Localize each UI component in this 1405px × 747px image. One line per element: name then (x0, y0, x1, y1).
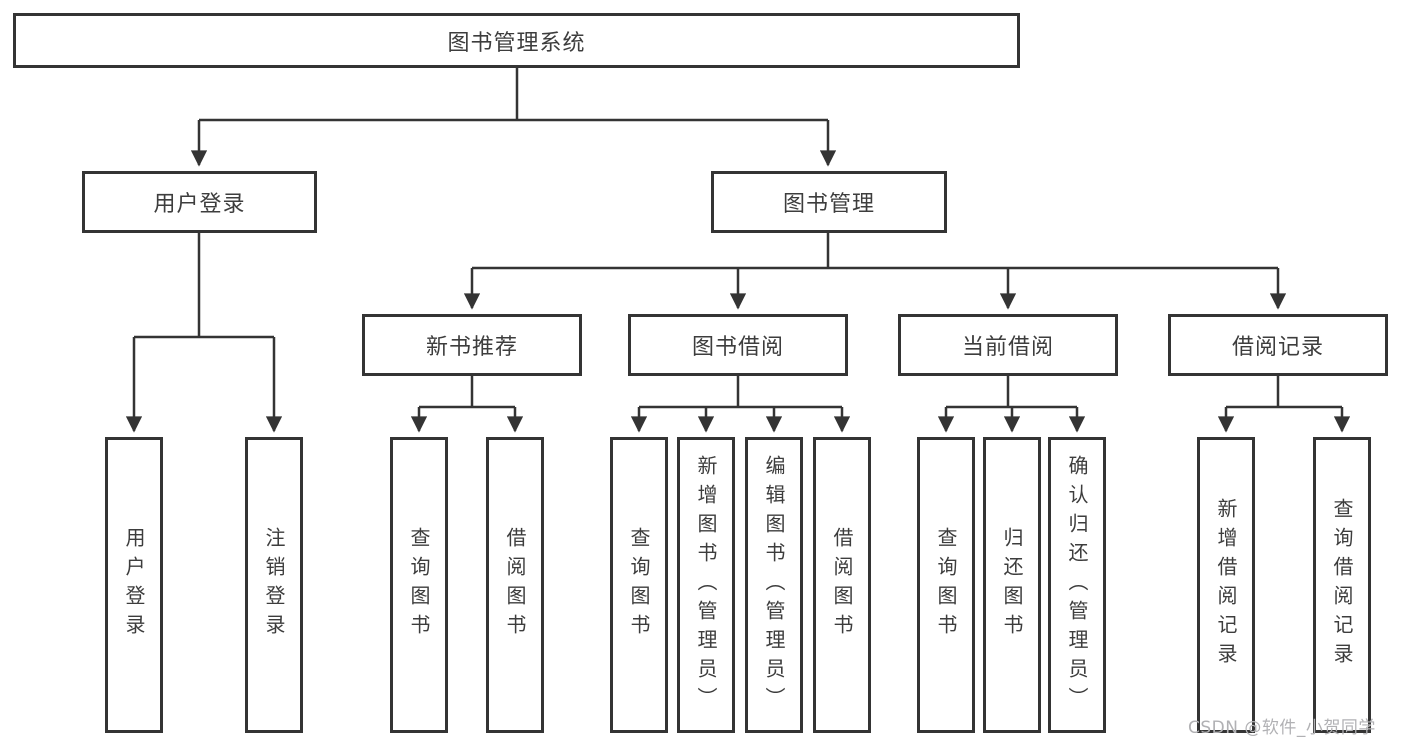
node-new-book-recommend: 新书推荐 (362, 314, 582, 376)
node-leaf-return-books: 归还图书 (983, 437, 1041, 733)
node-leaf-add-books-admin: 新增图书（管理员） (677, 437, 735, 733)
node-leaf-borrow-books-2: 借阅图书 (813, 437, 871, 733)
node-leaf-label: 新增图书（管理员） (694, 454, 718, 716)
node-leaf-label: 查询图书 (407, 527, 431, 643)
node-borrow-records: 借阅记录 (1168, 314, 1388, 376)
node-leaf-user-login: 用户登录 (105, 437, 163, 733)
watermark-text: CSDN @软件_小贺同学 (1188, 718, 1376, 738)
node-leaf-label: 用户登录 (122, 527, 146, 643)
node-leaf-query-borrow-record: 查询借阅记录 (1313, 437, 1371, 733)
node-leaf-label: 查询借阅记录 (1330, 498, 1354, 672)
node-leaf-query-books-3: 查询图书 (917, 437, 975, 733)
node-leaf-edit-books-admin: 编辑图书（管理员） (745, 437, 803, 733)
node-user-login-label: 用户登录 (153, 192, 246, 217)
node-book-borrow-label: 图书借阅 (691, 335, 784, 360)
node-leaf-add-borrow-record: 新增借阅记录 (1197, 437, 1255, 733)
node-leaf-label: 编辑图书（管理员） (762, 454, 786, 716)
node-new-book-recommend-label: 新书推荐 (425, 335, 518, 360)
node-leaf-label: 借阅图书 (503, 527, 527, 643)
node-leaf-label: 新增借阅记录 (1214, 498, 1238, 672)
node-leaf-query-books-1: 查询图书 (390, 437, 448, 733)
node-borrow-records-label: 借阅记录 (1231, 335, 1324, 360)
node-leaf-logout: 注销登录 (245, 437, 303, 733)
node-leaf-label: 注销登录 (262, 527, 286, 643)
node-leaf-label: 确认归还（管理员） (1065, 454, 1089, 716)
node-user-login: 用户登录 (82, 171, 317, 233)
node-leaf-label: 归还图书 (1000, 527, 1024, 643)
node-book-borrow: 图书借阅 (628, 314, 848, 376)
node-current-borrow: 当前借阅 (898, 314, 1118, 376)
node-root-label: 图书管理系统 (447, 30, 586, 56)
node-root: 图书管理系统 (13, 13, 1020, 68)
node-leaf-label: 查询图书 (934, 527, 958, 643)
node-book-management-label: 图书管理 (782, 192, 875, 217)
node-leaf-label: 查询图书 (627, 527, 651, 643)
node-current-borrow-label: 当前借阅 (961, 335, 1054, 360)
node-book-management: 图书管理 (711, 171, 947, 233)
node-leaf-query-books-2: 查询图书 (610, 437, 668, 733)
node-leaf-label: 借阅图书 (830, 527, 854, 643)
node-leaf-borrow-books-1: 借阅图书 (486, 437, 544, 733)
node-leaf-confirm-return-admin: 确认归还（管理员） (1048, 437, 1106, 733)
